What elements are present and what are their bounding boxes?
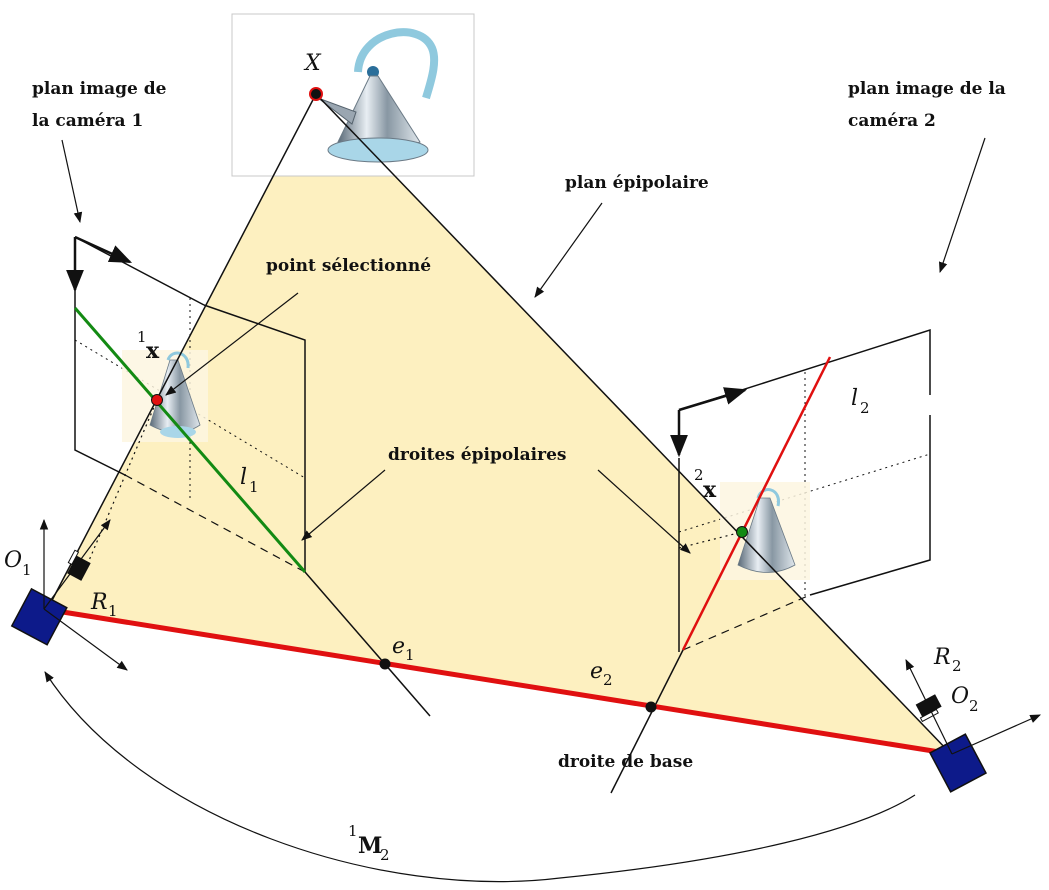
kettle-handle bbox=[354, 28, 439, 100]
label-plane-cam1-line2: la caméra 1 bbox=[32, 111, 143, 131]
label-epipolar-lines: droites épipolaires bbox=[388, 445, 566, 465]
label-plane-cam2-line2: caméra 2 bbox=[848, 111, 936, 131]
svg-text:1: 1 bbox=[348, 822, 358, 840]
label-l2: l 2 bbox=[851, 386, 870, 417]
epipolar-line-2 bbox=[681, 356, 832, 651]
label-l1: l 1 bbox=[240, 465, 259, 496]
svg-text:O: O bbox=[951, 684, 969, 709]
svg-text:2: 2 bbox=[860, 399, 870, 417]
svg-text:e: e bbox=[590, 659, 603, 684]
camera-1 bbox=[10, 518, 128, 671]
label-R1: R 1 bbox=[90, 590, 118, 620]
epipole-2 bbox=[645, 701, 657, 713]
frame-1-x-axis bbox=[43, 608, 128, 671]
label-O1: O 1 bbox=[4, 548, 32, 579]
epipolar-line-1 bbox=[73, 307, 307, 573]
label-plane-cam1-line1: plan image de bbox=[32, 79, 167, 99]
label-O2: O 2 bbox=[951, 684, 979, 715]
arrow-epipolar-line-2 bbox=[597, 469, 691, 554]
arrow-selected-point bbox=[165, 292, 299, 396]
label-x2: 2 x bbox=[694, 466, 717, 503]
label-x1: 1 x bbox=[137, 328, 160, 364]
epipole-1 bbox=[379, 658, 391, 670]
label-plane-cam2-line1: plan image de la bbox=[848, 79, 1006, 99]
svg-text:1: 1 bbox=[108, 602, 118, 620]
image-plane-1 bbox=[66, 235, 306, 572]
kettle-knob bbox=[367, 66, 379, 78]
plane-1-u-axis bbox=[74, 235, 133, 264]
image-plane-2 bbox=[670, 328, 931, 652]
label-world-point: X bbox=[303, 51, 322, 76]
kettle-photo bbox=[231, 13, 475, 177]
label-selected-point: point sélectionné bbox=[266, 256, 431, 276]
ray-camera-1 bbox=[46, 93, 317, 611]
svg-text:2: 2 bbox=[380, 846, 390, 864]
frame-1-optical-axis bbox=[43, 519, 111, 610]
svg-text:R: R bbox=[933, 645, 951, 670]
svg-text:1: 1 bbox=[137, 328, 147, 346]
label-baseline: droite de base bbox=[558, 752, 693, 772]
baseline-segment bbox=[43, 606, 953, 757]
svg-text:l: l bbox=[851, 386, 858, 411]
kettle-spout bbox=[317, 97, 357, 125]
label-transformation: 1 M 2 bbox=[348, 822, 390, 864]
svg-text:x: x bbox=[703, 477, 717, 503]
epipolar-line-1-extension bbox=[304, 571, 431, 717]
svg-text:O: O bbox=[4, 548, 22, 573]
label-e1: e 1 bbox=[392, 634, 415, 664]
frame-2-z-axis bbox=[905, 659, 953, 755]
arrow-plane-1 bbox=[61, 139, 83, 224]
svg-text:2: 2 bbox=[694, 466, 704, 484]
world-point-marker bbox=[309, 87, 323, 101]
arrow-epipolar-line-1 bbox=[301, 469, 386, 541]
plane-2-u-axis bbox=[678, 387, 748, 412]
svg-text:1: 1 bbox=[22, 561, 32, 579]
svg-text:M: M bbox=[358, 833, 382, 859]
epipolar-line-2-extension bbox=[610, 649, 684, 794]
svg-text:l: l bbox=[240, 465, 247, 490]
svg-text:e: e bbox=[392, 634, 405, 659]
image-point-2 bbox=[736, 526, 748, 538]
kettle-base bbox=[327, 137, 429, 163]
svg-text:2: 2 bbox=[952, 657, 962, 675]
svg-text:2: 2 bbox=[603, 671, 613, 689]
svg-text:x: x bbox=[146, 338, 160, 364]
label-epipolar-plane: plan épipolaire bbox=[565, 173, 709, 193]
label-e2: e 2 bbox=[590, 659, 613, 689]
svg-text:R: R bbox=[90, 590, 108, 615]
svg-text:2: 2 bbox=[969, 697, 979, 715]
svg-text:1: 1 bbox=[405, 646, 415, 664]
epipolar-plane bbox=[47, 94, 950, 753]
label-R2: R 2 bbox=[933, 645, 962, 675]
transformation-arc bbox=[44, 671, 916, 883]
image-point-1 bbox=[151, 394, 163, 406]
camera-2 bbox=[905, 659, 1041, 793]
svg-text:1: 1 bbox=[249, 478, 259, 496]
ray-camera-2 bbox=[315, 93, 951, 754]
arrow-epipolar-plane bbox=[534, 202, 603, 298]
arrow-plane-2 bbox=[938, 137, 986, 274]
frame-2-x-axis bbox=[951, 714, 1041, 755]
